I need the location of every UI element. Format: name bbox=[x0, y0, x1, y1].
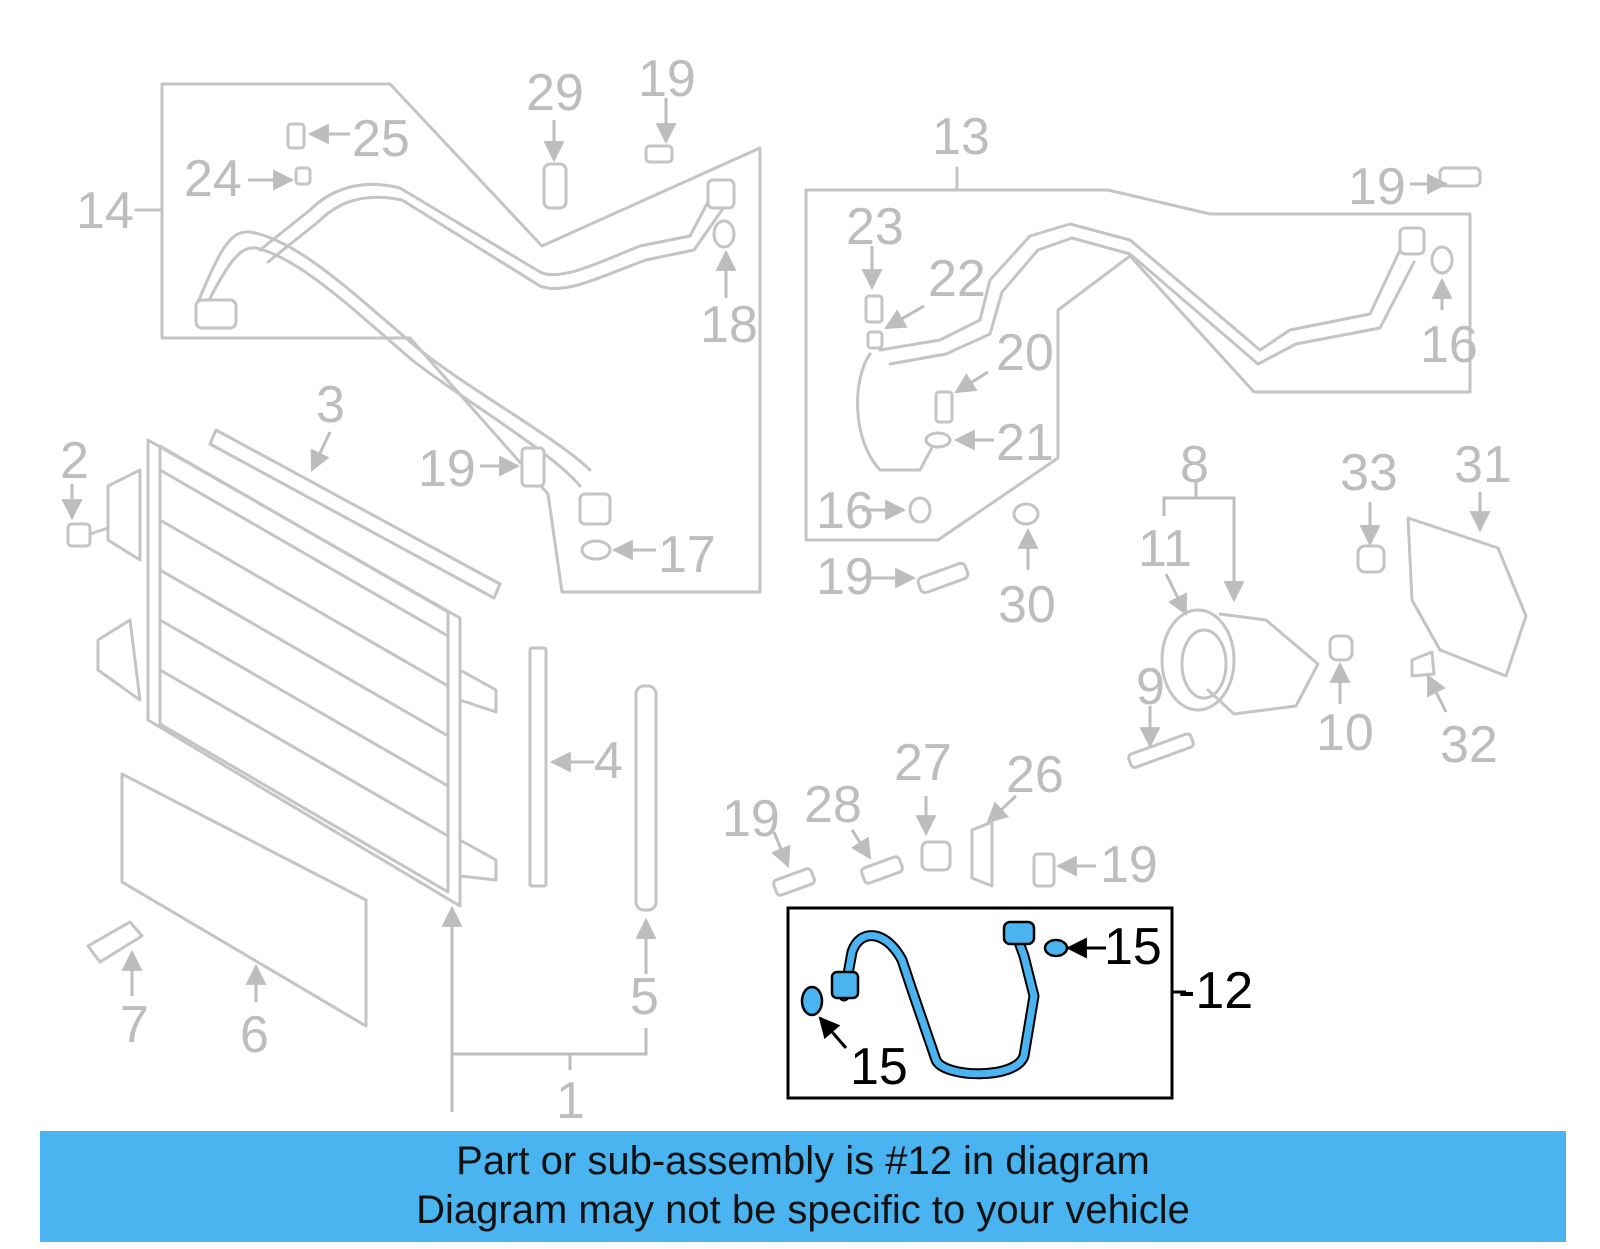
seal-strip-3 bbox=[208, 428, 502, 600]
callout-16-lower: 16 bbox=[816, 482, 874, 540]
callout-19-top: 19 bbox=[638, 50, 696, 108]
callout-20: 20 bbox=[996, 324, 1054, 382]
o-ring-15-left bbox=[800, 985, 824, 1017]
assembly-13-panel bbox=[804, 166, 1482, 542]
callout-11: 11 bbox=[1138, 520, 1192, 578]
callout-9: 9 bbox=[1136, 658, 1165, 716]
callout-10: 10 bbox=[1316, 704, 1374, 762]
callout-16-right: 16 bbox=[1420, 316, 1478, 374]
callout-31: 31 bbox=[1454, 436, 1512, 494]
callout-17: 17 bbox=[658, 526, 716, 584]
small-parts-lower bbox=[772, 502, 1056, 897]
callout-27: 27 bbox=[894, 734, 952, 792]
clip-7 bbox=[86, 920, 144, 964]
part-12-box bbox=[786, 906, 1186, 1100]
panel-6 bbox=[120, 772, 368, 1028]
callout-29: 29 bbox=[526, 64, 584, 122]
callout-14: 14 bbox=[76, 182, 134, 240]
callout-33: 33 bbox=[1340, 444, 1398, 502]
callout-labels: 1 2 3 4 5 6 7 8 9 10 11 -12 13 14 15 15 … bbox=[60, 50, 1512, 1130]
callout-15-right: 15 bbox=[1104, 918, 1162, 976]
callout-30: 30 bbox=[998, 576, 1056, 634]
callout-32: 32 bbox=[1440, 716, 1498, 774]
callout-21: 21 bbox=[996, 414, 1054, 472]
callout-12: -12 bbox=[1178, 962, 1253, 1020]
callout-15-left: 15 bbox=[850, 1038, 908, 1096]
assembly-14-panel bbox=[134, 82, 762, 594]
callout-7: 7 bbox=[120, 996, 149, 1054]
callout-24: 24 bbox=[184, 150, 242, 208]
hose-12 bbox=[840, 930, 1038, 1078]
bracket-4 bbox=[528, 646, 548, 888]
callout-25: 25 bbox=[352, 110, 410, 168]
callout-8: 8 bbox=[1180, 436, 1209, 494]
banner-line-disclaimer: Diagram may not be specific to your vehi… bbox=[416, 1188, 1190, 1232]
callout-19-mid-left: 19 bbox=[418, 440, 476, 498]
callout-2: 2 bbox=[60, 432, 89, 490]
callout-4: 4 bbox=[594, 732, 623, 790]
info-banner: Part or sub-assembly is #12 in diagram D… bbox=[40, 1131, 1566, 1242]
callout-28: 28 bbox=[804, 776, 862, 834]
callout-19-mid: 19 bbox=[816, 548, 874, 606]
callout-13: 13 bbox=[932, 108, 990, 166]
o-ring-15-right bbox=[1043, 938, 1069, 958]
callout-26: 26 bbox=[1006, 746, 1064, 804]
callout-5: 5 bbox=[630, 968, 659, 1026]
callout-19-lower-left: 19 bbox=[722, 790, 780, 848]
callout-19-top-right: 19 bbox=[1348, 158, 1406, 216]
leader-lines bbox=[61, 98, 1491, 1112]
callout-23: 23 bbox=[846, 198, 904, 256]
callout-3: 3 bbox=[316, 376, 345, 434]
callout-1: 1 bbox=[556, 1072, 585, 1130]
receiver-drier-5 bbox=[634, 684, 658, 912]
compressor-assembly bbox=[1127, 516, 1528, 769]
callout-22: 22 bbox=[928, 250, 986, 308]
callout-6: 6 bbox=[240, 1006, 269, 1064]
callout-19-lower-right: 19 bbox=[1100, 836, 1158, 894]
banner-line-part-number: Part or sub-assembly is #12 in diagram bbox=[456, 1139, 1150, 1183]
callout-18: 18 bbox=[700, 296, 758, 354]
condenser-core bbox=[66, 438, 498, 908]
